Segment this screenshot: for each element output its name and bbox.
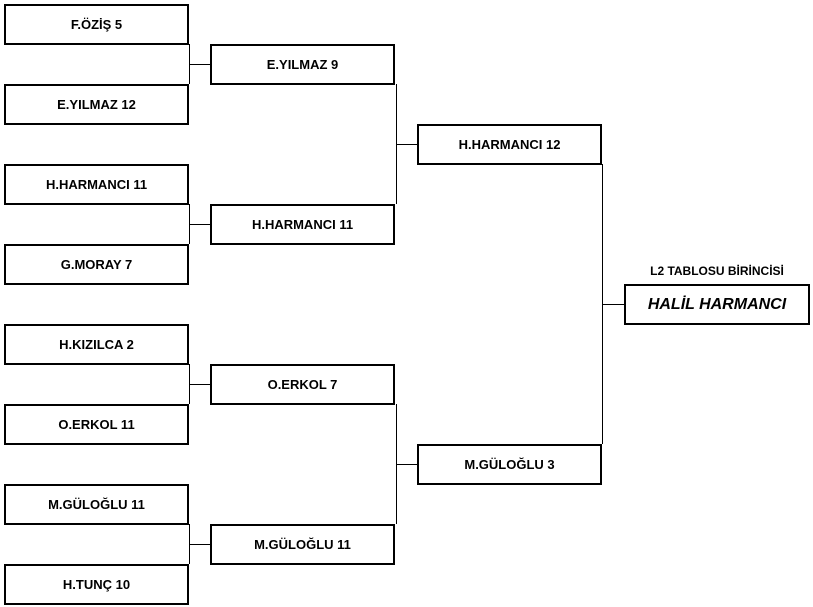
r1-match3-player2: O.ERKOL 11 xyxy=(4,404,189,445)
connector-r1-m4-horizontal xyxy=(189,544,210,545)
connector-r2-m2-horizontal xyxy=(396,464,417,465)
connector-r1-m3-horizontal xyxy=(189,384,210,385)
r2-match2-player1: O.ERKOL 7 xyxy=(210,364,395,405)
r1-match4-player1: M.GÜLOĞLU 11 xyxy=(4,484,189,525)
connector-r1-m1-horizontal xyxy=(189,64,210,65)
r2-match2-player2: M.GÜLOĞLU 11 xyxy=(210,524,395,565)
final-player1: H.HARMANCI 12 xyxy=(417,124,602,165)
r1-match3-player1: H.KIZILCA 2 xyxy=(4,324,189,365)
r1-match1-player2: E.YILMAZ 12 xyxy=(4,84,189,125)
r1-match4-player2: H.TUNÇ 10 xyxy=(4,564,189,605)
connector-r1-m2-horizontal xyxy=(189,224,210,225)
connector-r2-m1-horizontal xyxy=(396,144,417,145)
r1-match2-player1: H.HARMANCI 11 xyxy=(4,164,189,205)
r1-match1-player1: F.ÖZİŞ 5 xyxy=(4,4,189,45)
r1-match2-player2: G.MORAY 7 xyxy=(4,244,189,285)
champion-name: HALİL HARMANCI xyxy=(624,284,810,325)
final-player2: M.GÜLOĞLU 3 xyxy=(417,444,602,485)
champion-label: L2 TABLOSU BİRİNCİSİ xyxy=(650,264,784,278)
r2-match1-player1: E.YILMAZ 9 xyxy=(210,44,395,85)
r2-match1-player2: H.HARMANCI 11 xyxy=(210,204,395,245)
connector-final-horizontal xyxy=(602,304,624,305)
